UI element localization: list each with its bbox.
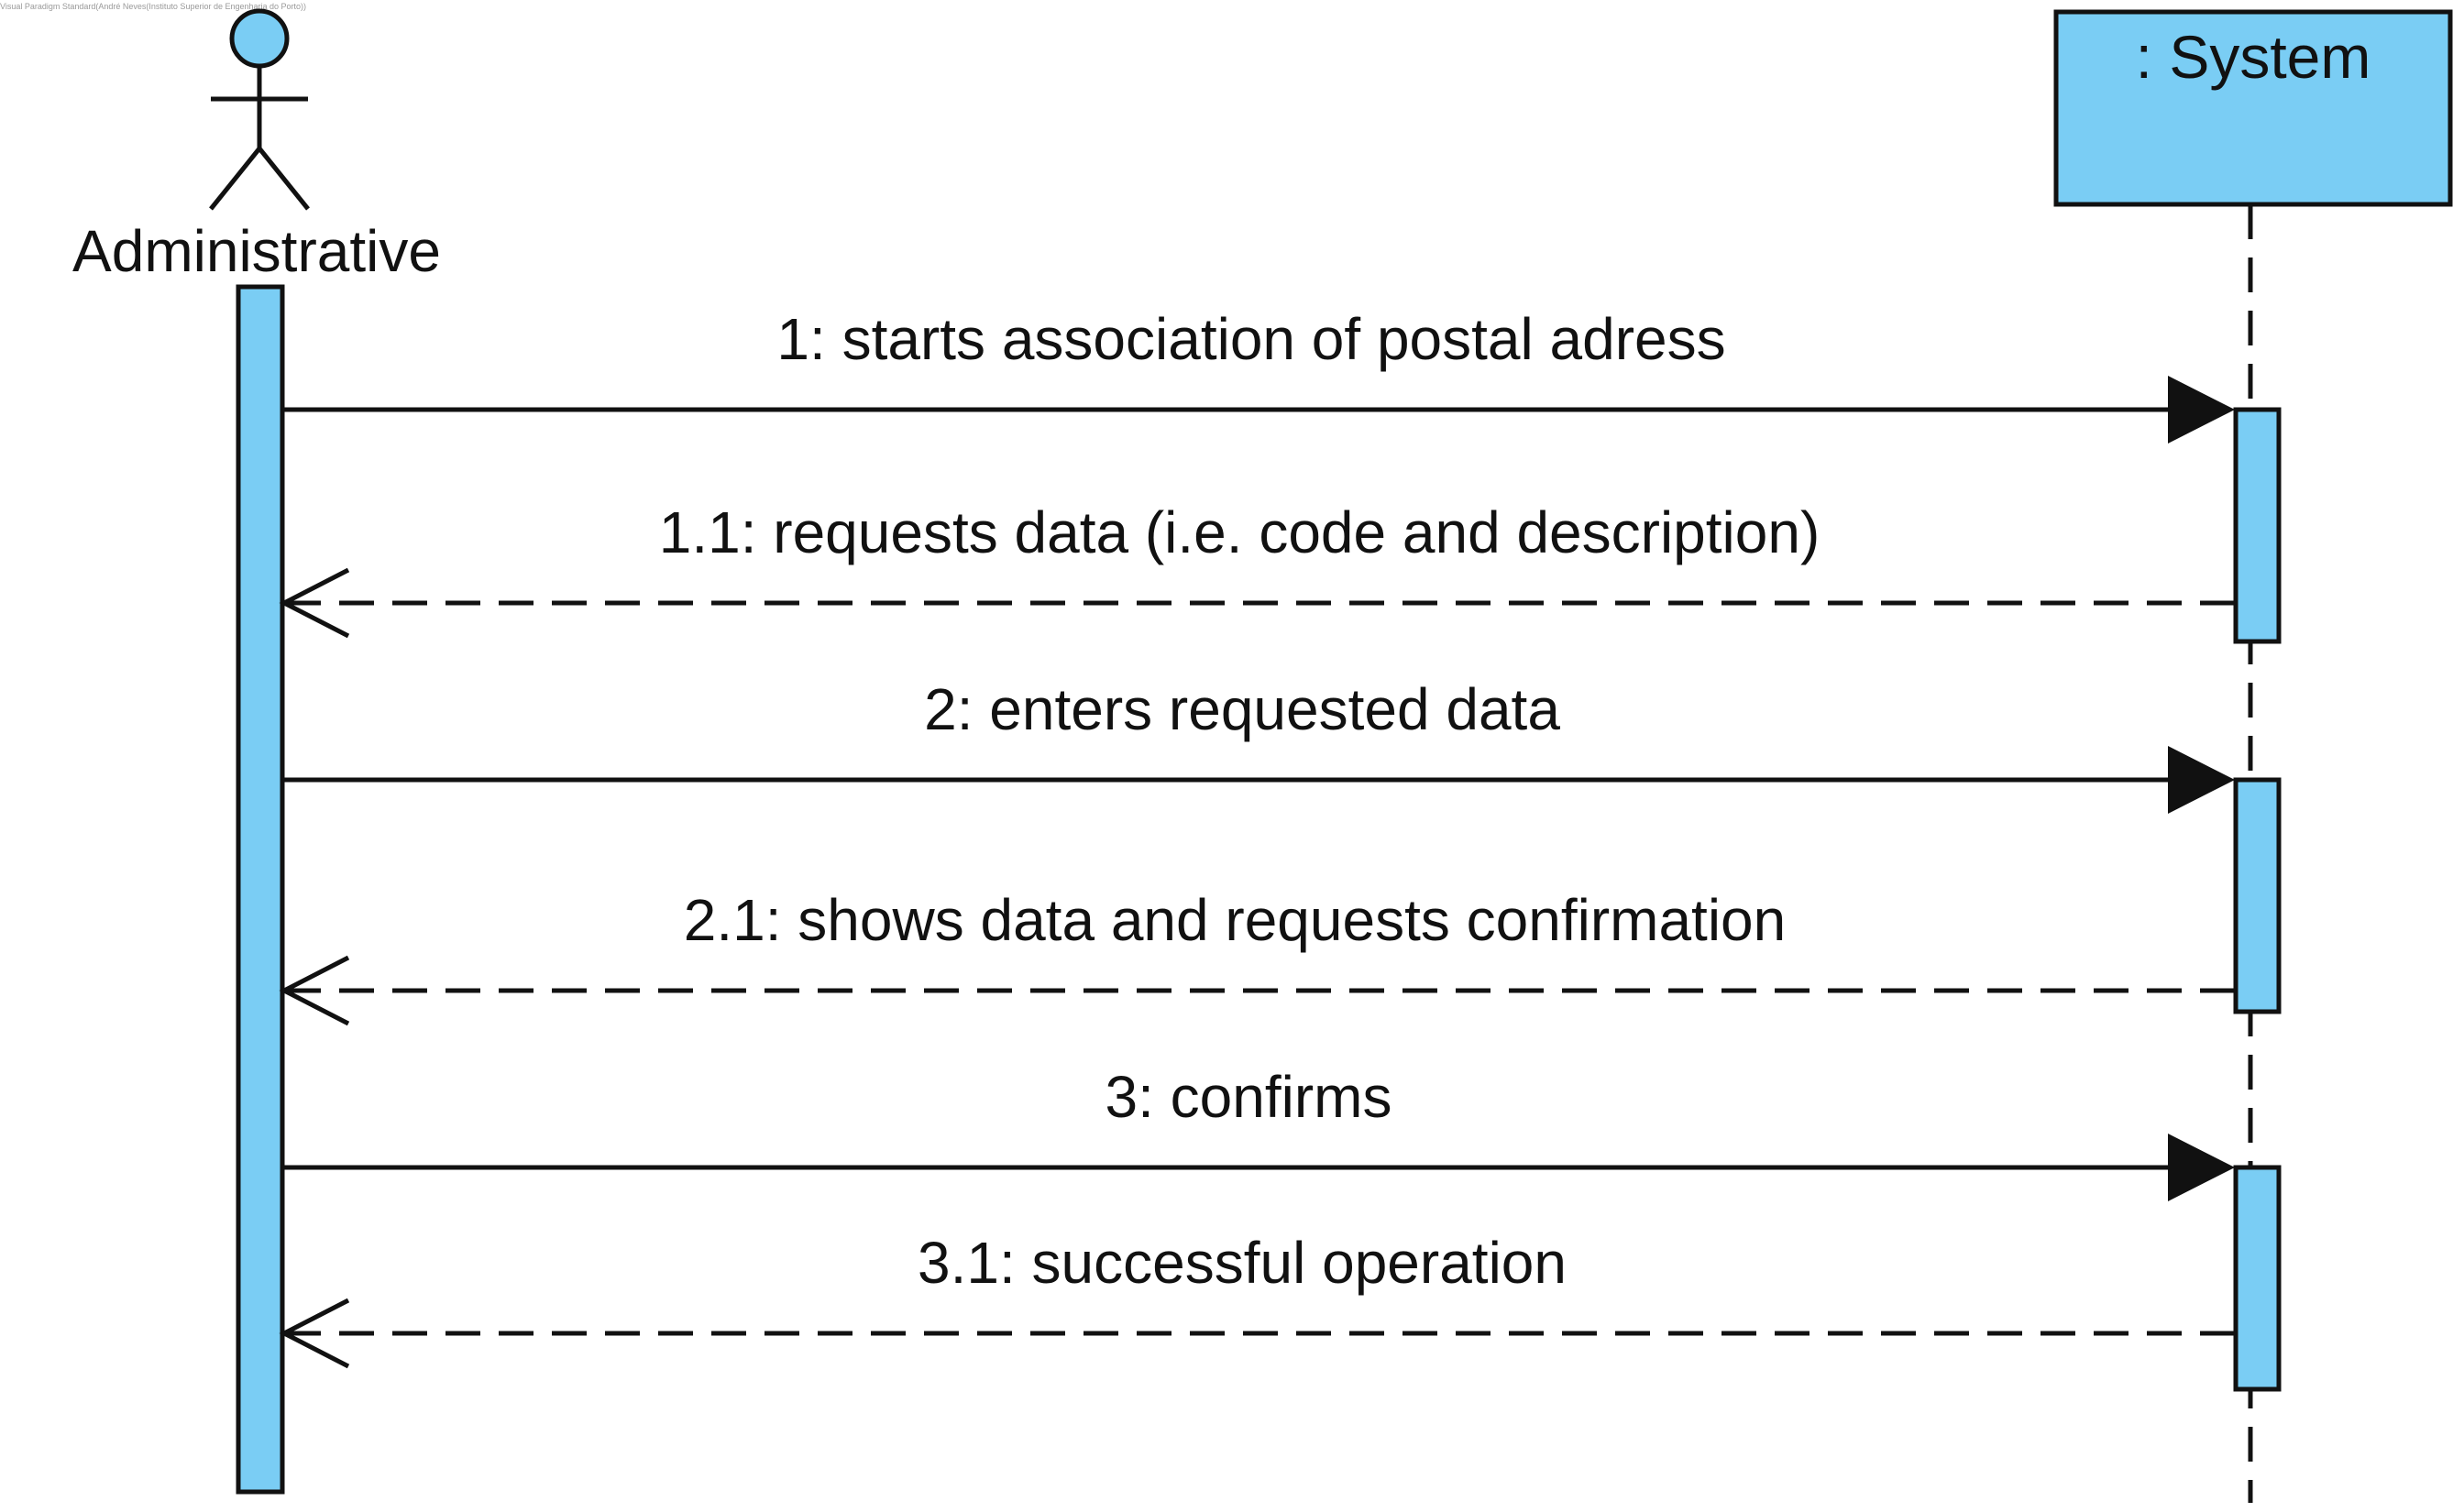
actor-head (229, 8, 290, 69)
system-lifeline-head (2053, 9, 2453, 207)
message-3-arrowhead (2168, 1134, 2235, 1201)
message-2-arrowhead (2168, 746, 2235, 814)
message-1-1-arrowhead (279, 567, 350, 639)
system-activation-bar-3 (2233, 1165, 2282, 1392)
actor-left-leg (209, 147, 261, 211)
actor-activation-bar (236, 284, 285, 1495)
message-3: 3: confirms (282, 1064, 2235, 1201)
message-2-1: 2.1: shows data and requests confirmatio… (279, 887, 2235, 1026)
message-2-1-arrowhead (279, 955, 350, 1026)
message-2-1-label: 2.1: shows data and requests confirmatio… (684, 887, 1786, 953)
message-3-1: 3.1: successful operation (279, 1230, 2235, 1369)
message-1-1: 1.1: requests data (i.e. code and descri… (279, 499, 2235, 639)
system-activation-bar-1 (2233, 407, 2282, 644)
message-1: 1: starts association of postal adress (282, 306, 2235, 444)
system-lifeline-label: : System (2136, 23, 2371, 91)
message-3-1-label: 3.1: successful operation (918, 1230, 1567, 1296)
message-1-label: 1: starts association of postal adress (776, 306, 1725, 372)
message-2-label: 2: enters requested data (924, 676, 1560, 742)
message-2: 2: enters requested data (282, 676, 2235, 814)
message-3-1-arrowhead (279, 1298, 350, 1369)
watermark: Visual Paradigm Standard(André Neves(Ins… (0, 2, 306, 11)
stick-figure-icon (209, 8, 310, 211)
system-activation-bar-2 (2233, 777, 2282, 1014)
message-3-label: 3: confirms (1106, 1064, 1392, 1130)
message-1-1-label: 1.1: requests data (i.e. code and descri… (659, 499, 1820, 565)
message-1-arrowhead (2168, 376, 2235, 444)
actor-right-leg (258, 147, 310, 211)
actor-label: Administrative (72, 218, 441, 284)
